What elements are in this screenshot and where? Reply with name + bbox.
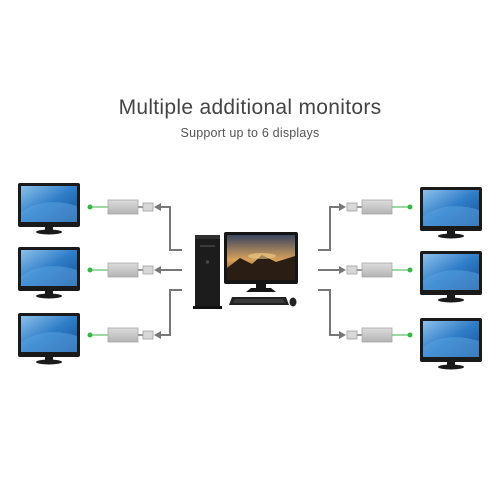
status-dot [87, 267, 93, 273]
arrow-left-middle [154, 266, 161, 274]
right-monitor-2 [420, 251, 482, 303]
usb-plug [142, 265, 154, 275]
monitor-stand [438, 364, 464, 370]
adapter-left-3 [87, 327, 154, 343]
right-monitor-3 [420, 318, 482, 370]
adapter-right-3 [346, 327, 413, 343]
status-dot [87, 204, 93, 210]
status-dot [87, 332, 93, 338]
usb-plug [346, 265, 358, 275]
power-button-icon [205, 260, 210, 264]
left-monitor-2 [18, 247, 80, 299]
status-dot [407, 267, 413, 273]
desktop-tower [193, 235, 222, 309]
arrow-left-top [154, 203, 161, 211]
adapter-right-2 [346, 262, 413, 278]
usb-plug [346, 330, 358, 340]
monitor-stand [36, 293, 62, 299]
arrow-right-top [339, 203, 346, 211]
left-monitor-1 [18, 183, 80, 235]
left-connector-bottom [160, 289, 182, 336]
right-connector-top [318, 206, 340, 251]
monitor-stand [246, 288, 276, 292]
mouse [289, 297, 297, 307]
left-monitor-3 [18, 313, 80, 365]
left-connector-top [160, 206, 182, 251]
right-monitor-1 [420, 187, 482, 239]
right-connector-lines [318, 206, 340, 336]
monitor-stand [438, 297, 464, 303]
monitor-stand [36, 229, 62, 235]
page-subtitle: Support up to 6 displays [180, 126, 320, 140]
arrow-right-middle [339, 266, 346, 274]
right-connector-bottom [318, 289, 340, 336]
keyboard [229, 297, 289, 305]
left-arrowheads [154, 203, 161, 339]
adapter-left-2 [87, 262, 154, 278]
status-dot [407, 332, 413, 338]
arrow-left-bottom [154, 331, 161, 339]
usb-plug [346, 202, 358, 212]
main-monitor [224, 232, 298, 292]
adapter-right-1 [346, 199, 413, 215]
left-connector-lines [160, 206, 182, 336]
usb-plug [142, 202, 154, 212]
page-title: Multiple additional monitors [118, 96, 382, 119]
status-dot [407, 204, 413, 210]
arrow-right-bottom [339, 331, 346, 339]
monitor-stand [36, 359, 62, 365]
adapter-left-1 [87, 199, 154, 215]
monitor-stand [438, 233, 464, 239]
right-arrowheads [339, 203, 346, 339]
usb-plug [142, 330, 154, 340]
